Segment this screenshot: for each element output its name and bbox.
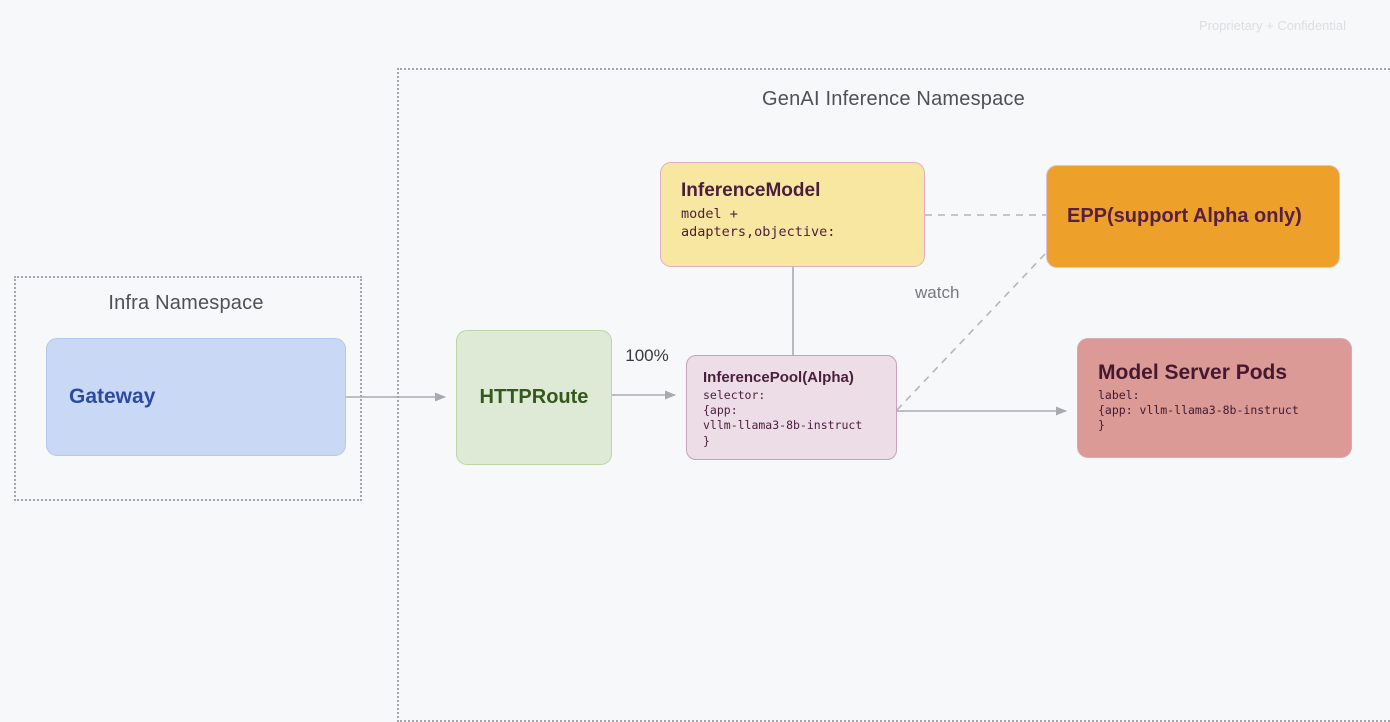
httproute-node: HTTPRoute [456,330,612,465]
inferencepool-to-epp-watch-dashed-line [896,252,1047,411]
model-server-pods-code-line: } [1098,418,1105,433]
inference-pool-node: InferencePool(Alpha) selector: {app: vll… [686,355,897,460]
inference-pool-code-line: selector: [703,388,766,402]
inference-pool-title: InferencePool(Alpha) [703,369,854,386]
model-server-pods-code-line: {app: vllm-llama3-8b-instruct [1098,403,1299,418]
epp-title: EPP(support Alpha only) [1067,205,1302,227]
inference-pool-code-line: } [703,433,710,448]
diagram-canvas: Proprietary + Confidential Infra Namespa… [14,18,1390,722]
connector-layer [346,214,1067,416]
inference-model-code-line: model + [681,206,738,222]
watch-label: watch [915,283,960,302]
gateway-title: Gateway [69,385,156,408]
model-server-pods-title: Model Server Pods [1098,361,1288,384]
infra-namespace-box [14,276,362,501]
epp-node: EPP(support Alpha only) [1046,165,1340,268]
inference-model-code-line: adapters,objective: [681,223,836,240]
gateway-node: Gateway [46,338,346,456]
route-weight-label: 100% [625,346,669,365]
inference-model-node: InferenceModel model + adapters,objectiv… [660,162,925,267]
model-server-pods-code-line: label: [1098,388,1140,402]
httproute-title: HTTPRoute [479,386,589,408]
infra-namespace-title: Infra Namespace [108,292,264,314]
inference-pool-code-line: {app: [703,403,738,418]
inference-model-title: InferenceModel [681,180,821,201]
confidential-watermark: Proprietary + Confidential [1198,18,1346,33]
model-server-pods-node: Model Server Pods label: {app: vllm-llam… [1077,338,1352,458]
genai-namespace-title: GenAI Inference Namespace [762,88,1025,110]
inference-pool-code-line: vllm-llama3-8b-instruct [703,418,863,433]
